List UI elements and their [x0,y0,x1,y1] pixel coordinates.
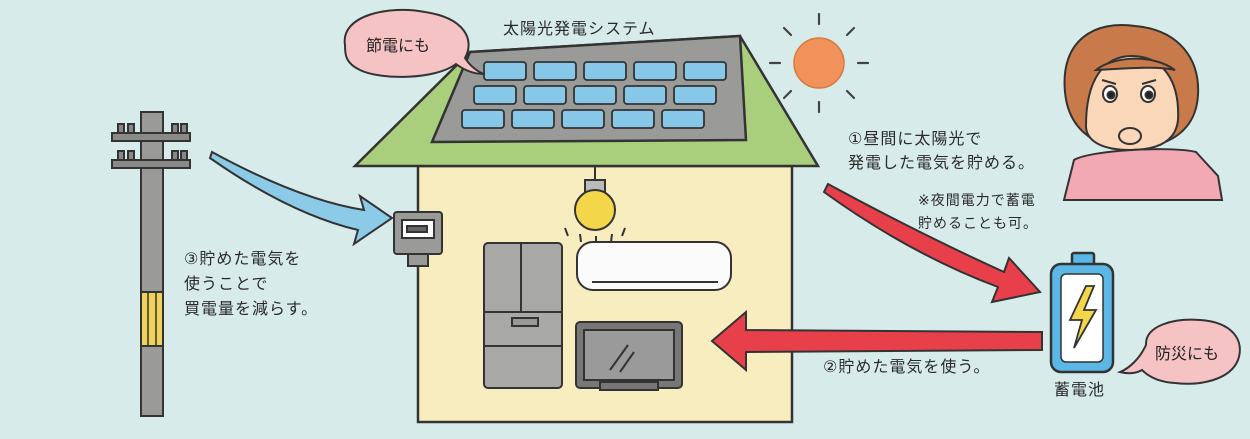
solar-cell [483,61,527,81]
bubble-setsuden: 節電にも [366,36,431,55]
system-title: 太陽光発電システム [503,19,656,38]
bubble-bousai: 防災にも [1155,344,1220,363]
solar-cell [623,85,667,105]
note-line1: ※夜間電力で蓄電 [918,193,1036,209]
solar-cell [683,61,727,81]
solar-cell [633,61,677,81]
solar-cell [473,85,517,105]
step2-label: ②貯めた電気を使う。 [823,357,991,376]
solar-cell [583,61,627,81]
bubble-setsuden-shape [343,8,485,78]
solar-cell [673,85,717,105]
step3-line2: 使うことで [184,274,269,293]
grid-arrow [208,150,394,247]
sun-icon [768,12,870,114]
step3-line3: 買電量を減らす。 [184,299,319,318]
solar-cell [461,109,505,129]
solar-cell [523,85,567,105]
electric-meter [393,211,443,267]
solar-cell [533,61,577,81]
step3-line1: ③貯めた電気を [184,249,302,268]
bubble-bousai-shape [1116,318,1241,385]
battery-label: 蓄電池 [1054,380,1106,399]
lightbulb-icon [564,166,626,244]
refrigerator [483,242,563,389]
discharge-arrow [710,309,1043,373]
air-conditioner [576,241,732,291]
solar-cell [611,109,655,129]
thinking-woman [1062,24,1224,201]
step1-line1: ①昼間に太陽光で [848,129,983,148]
lightning-icon [1068,285,1098,349]
solar-cell [511,109,555,129]
solar-cell [561,109,605,129]
step1-line2: 発電した電気を貯める。 [848,153,1036,172]
solar-cell [573,85,617,105]
television [575,321,683,391]
charge-arrow [822,182,1042,304]
utility-pole [111,111,191,417]
note-line2: 貯めることも可。 [918,216,1038,232]
solar-panel-cells [461,61,727,129]
solar-cell [661,109,705,129]
